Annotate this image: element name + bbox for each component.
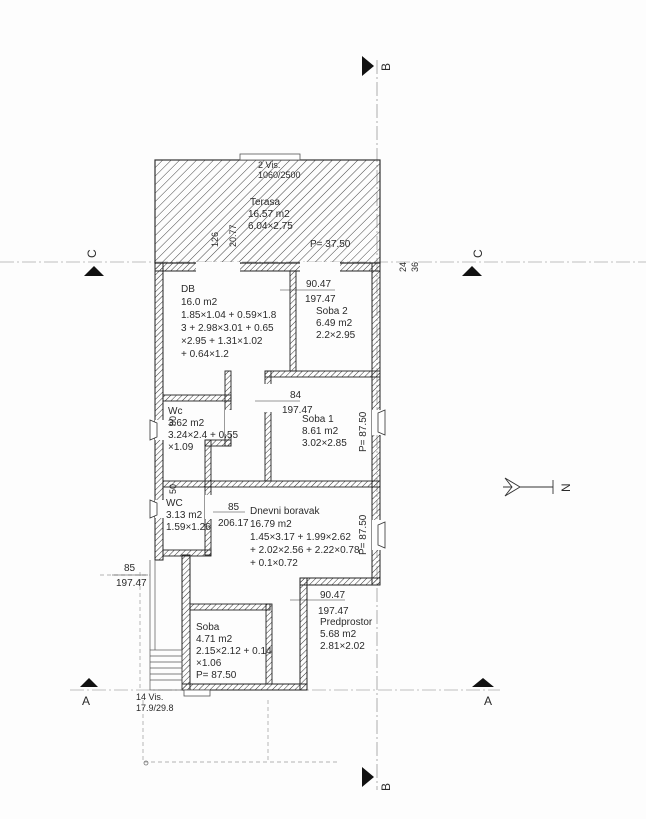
axis-label-a-left: A	[82, 694, 90, 708]
room-dnevni-calc-2: + 2.02×2.56 + 2.22×0.78	[250, 545, 360, 556]
axis-label-a-right: A	[484, 694, 492, 708]
door-5-bottom: 197.47	[318, 606, 349, 617]
section-marker-b-bottom	[362, 767, 374, 787]
right-dim-b: 36	[410, 262, 420, 272]
bottom-window	[183, 689, 211, 697]
north-label: N	[559, 483, 573, 492]
room-dnevni-name: Dnevni boravak	[250, 506, 320, 517]
top-window-label: 2 Vis.	[258, 160, 280, 170]
bottom-window-size: 17.9/29.8	[136, 703, 174, 713]
room-terasa-name: Terasa	[250, 197, 280, 208]
door-3-bottom: 206.17	[218, 518, 249, 529]
room-soba-perimeter: P= 87.50	[196, 670, 237, 681]
door-2-bottom: 197.47	[282, 405, 313, 416]
axis-label-b-bottom: B	[379, 783, 393, 791]
room-dnevni-calc-1: 1.45×3.17 + 1.99×2.62	[250, 532, 351, 543]
room-db-calc-1: 1.85×1.04 + 0.59×1.8	[181, 310, 277, 321]
entrance-stairs	[149, 560, 183, 691]
top-window-size: 1060/2500	[258, 170, 301, 180]
door-header-lines	[112, 289, 345, 601]
room-db-calc-2: 3 + 2.98×3.01 + 0.65	[181, 323, 274, 334]
room-dnevni-perimeter: P= 87.50	[358, 514, 369, 555]
room-predprostor-dims: 2.81×2.02	[320, 641, 365, 652]
room-terasa-perimeter: P= 37.50	[310, 239, 351, 250]
axis-label-c-left: C	[85, 249, 99, 258]
room-db-area: 16.0 m2	[181, 297, 218, 308]
room-wc2-name: WC	[166, 498, 183, 509]
room-wc1-name: Wc	[168, 406, 182, 417]
room-soba-calc-2: ×1.06	[196, 658, 222, 669]
door-3-top: 85	[228, 502, 240, 513]
section-marker-b-top	[362, 56, 374, 76]
terrace-area	[154, 159, 381, 264]
room-soba-name: Soba	[196, 622, 220, 633]
room-wc1-area: 3.62 m2	[168, 418, 205, 429]
bottom-window-label: 14 Vis.	[136, 692, 163, 702]
room-soba2-dims: 2.2×2.95	[316, 330, 356, 341]
room-soba-area: 4.71 m2	[196, 634, 233, 645]
room-dnevni-calc-3: + 0.1×0.72	[250, 558, 298, 569]
north-arrow-icon	[503, 477, 554, 497]
room-soba-calc-1: 2.15×2.12 + 0.14	[196, 646, 272, 657]
room-wc2-dims: 1.59×1.26	[166, 522, 211, 533]
room-dnevni-area: 16.79 m2	[250, 519, 292, 530]
axis-label-b-top: B	[379, 63, 393, 71]
grid-point-marker	[143, 760, 149, 766]
wc-vertical-dim-2: 50	[168, 484, 178, 494]
axis-label-c-right: C	[471, 249, 485, 258]
section-marker-c-left	[84, 266, 104, 276]
door-4-top: 85	[124, 563, 136, 574]
window-markers	[149, 409, 386, 549]
terasa-door-a: 126	[210, 232, 220, 247]
section-marker-a-right	[472, 678, 494, 687]
interior-walls	[162, 270, 381, 685]
section-marker-c-right	[462, 266, 482, 276]
room-db-calc-4: + 0.64×1.2	[181, 349, 229, 360]
room-soba2-area: 6.49 m2	[316, 318, 353, 329]
room-db-calc-3: ×2.95 + 1.31×1.02	[181, 336, 263, 347]
room-soba2-name: Soba 2	[316, 306, 348, 317]
top-window	[239, 153, 301, 161]
room-db-name: DB	[181, 284, 195, 295]
door-openings	[155, 262, 381, 550]
door-1-bottom: 197.47	[305, 294, 336, 305]
terasa-door-b: 20.77	[228, 224, 238, 247]
room-terasa-dims: 6.04×2.75	[248, 221, 293, 232]
room-wc2-area: 3.13 m2	[166, 510, 203, 521]
door-2-top: 84	[290, 390, 302, 401]
door-4-bottom: 197.47	[116, 578, 147, 589]
room-terasa-area: 16.57 m2	[248, 209, 290, 220]
door-1-top: 90.47	[306, 279, 331, 290]
wc-vertical-dim-1: 60	[168, 416, 178, 426]
right-dim-a: 24	[398, 262, 408, 272]
section-marker-a-left	[80, 678, 98, 687]
room-predprostor-area: 5.68 m2	[320, 629, 357, 640]
room-predprostor-name: Predprostor	[320, 617, 373, 628]
room-soba1-perimeter: P= 87.50	[358, 411, 369, 452]
door-5-top: 90.47	[320, 590, 345, 601]
room-wc1-calc-2: ×1.09	[168, 442, 194, 453]
room-soba1-name: Soba 1	[302, 414, 334, 425]
room-soba1-dims: 3.02×2.85	[302, 438, 347, 449]
room-soba1-area: 8.61 m2	[302, 426, 339, 437]
room-wc1-calc-1: 3.24×2.4 + 0.55	[168, 430, 239, 441]
